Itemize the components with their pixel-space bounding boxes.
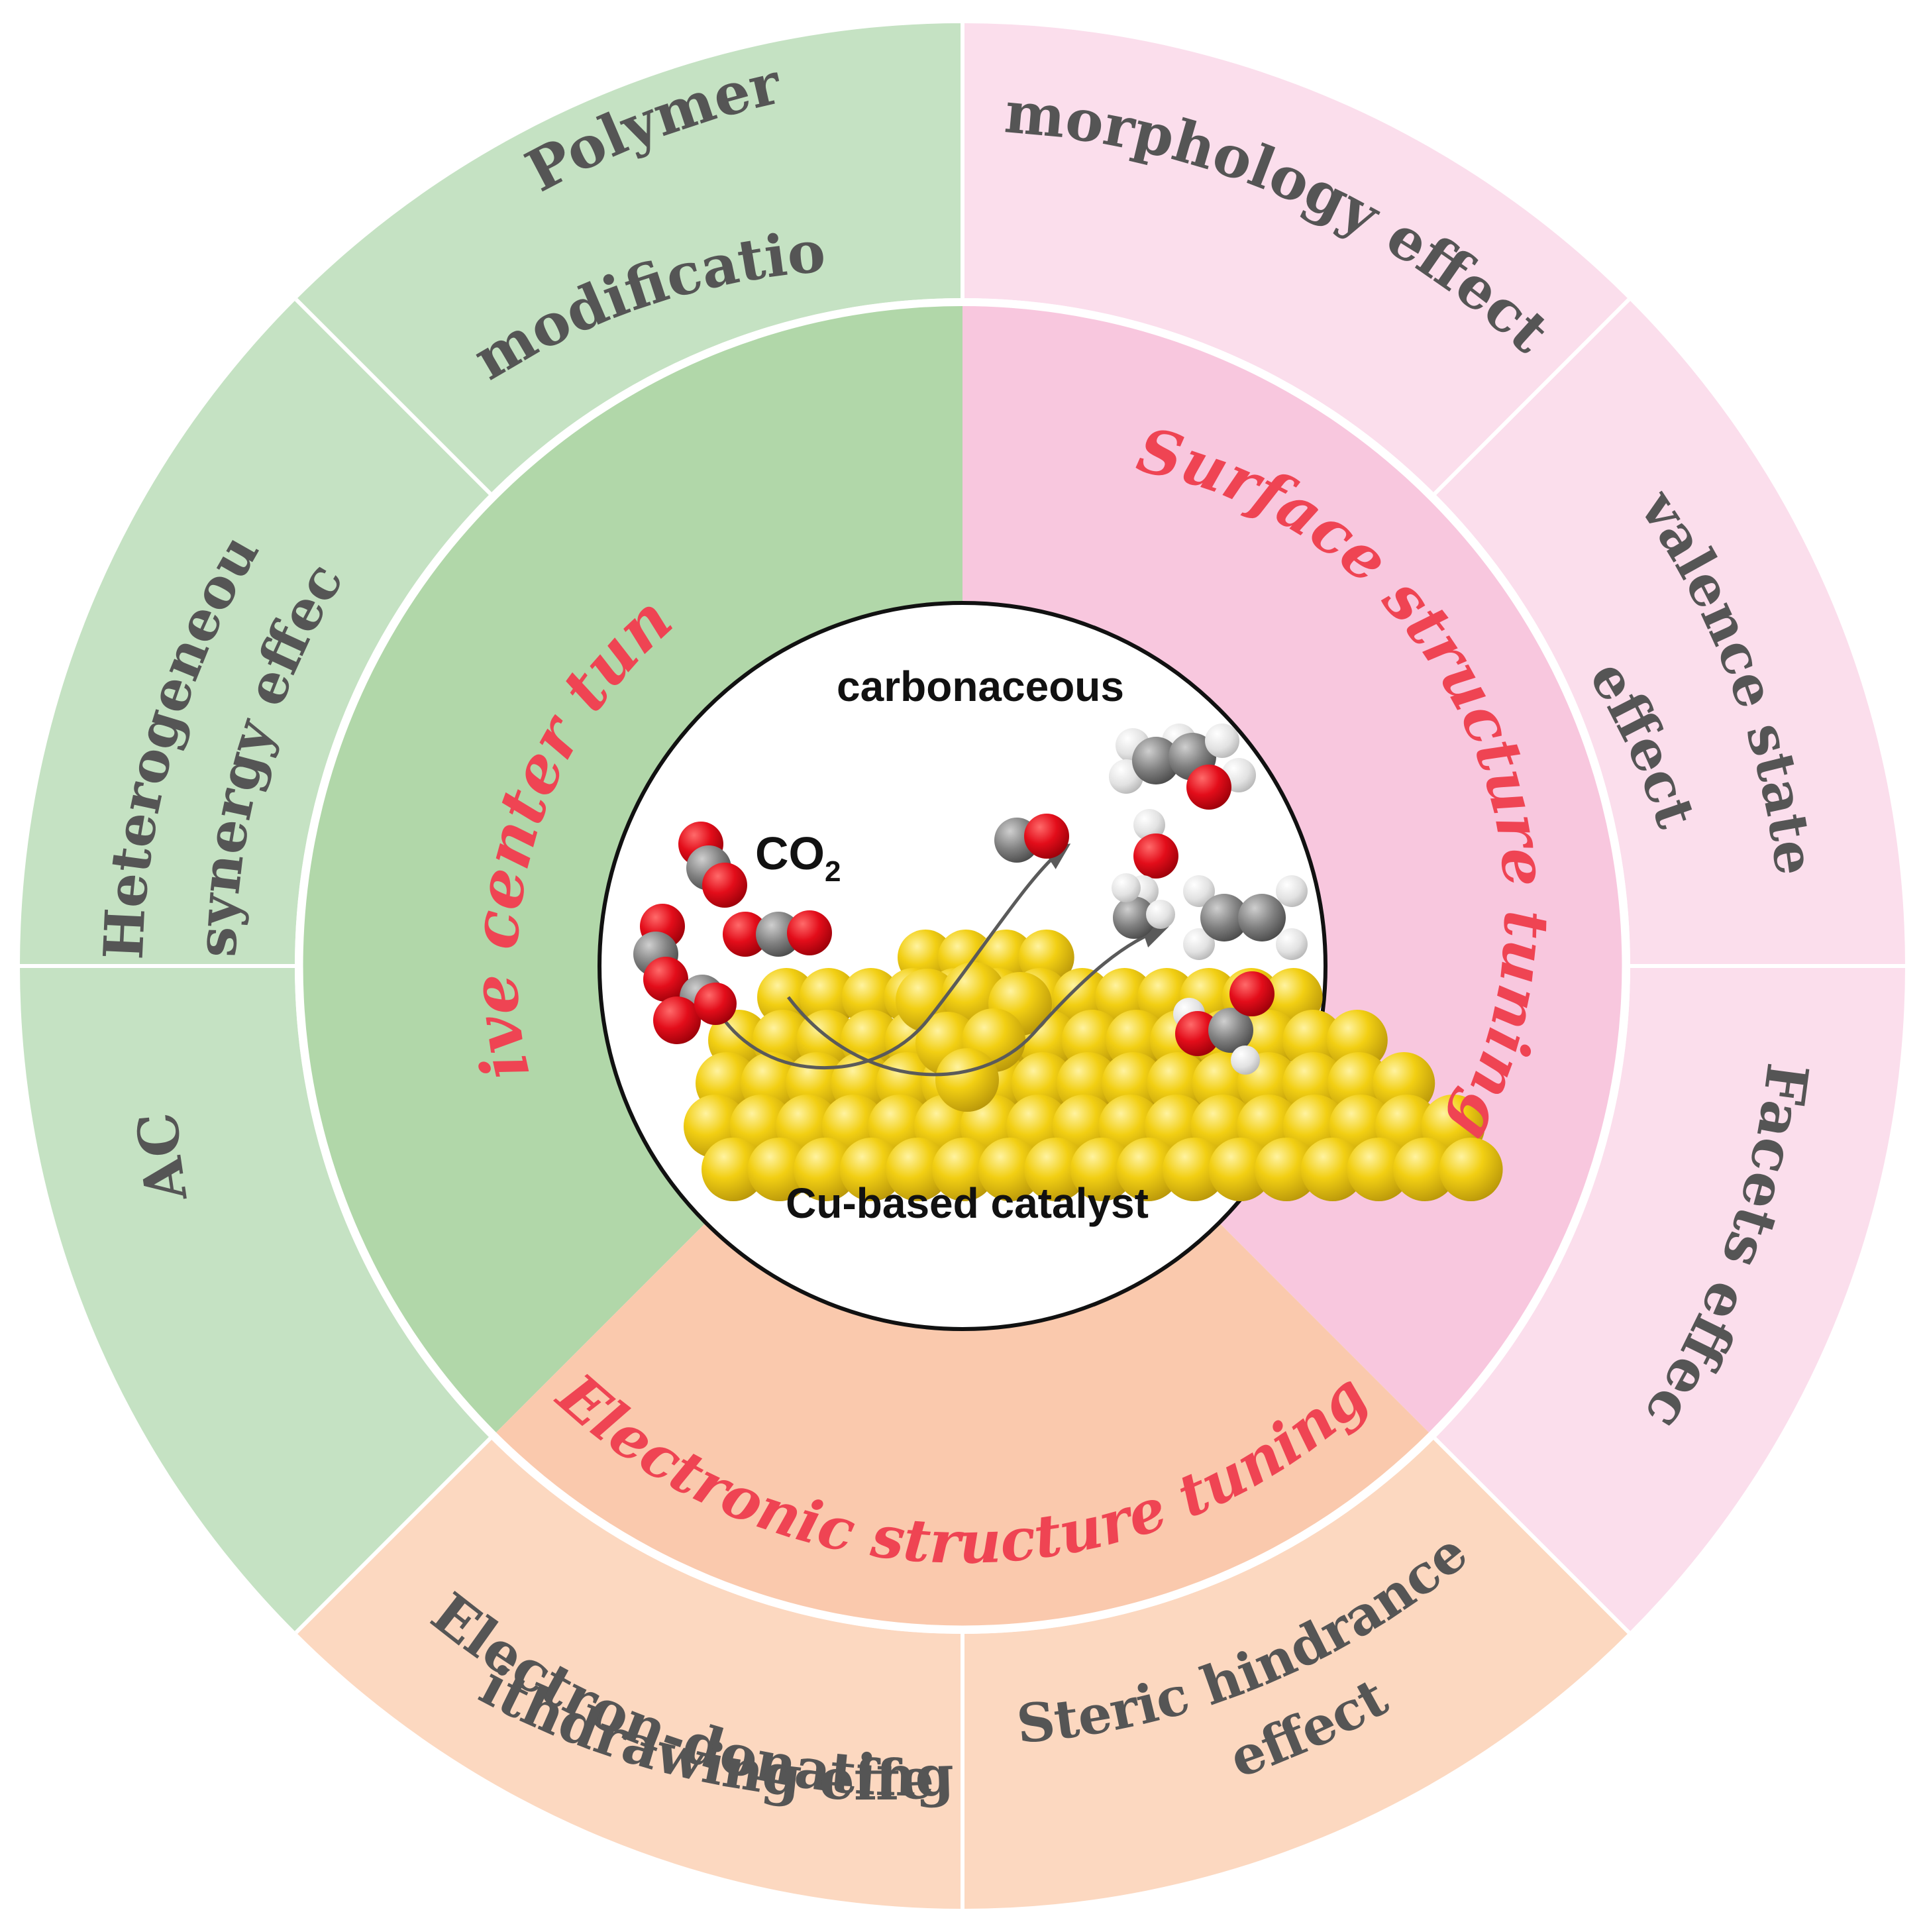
molecules <box>633 724 1308 1075</box>
hydrogen-atom <box>1133 809 1165 841</box>
carbon-atom <box>1200 894 1248 941</box>
outer-ring-dividers <box>20 23 1905 1909</box>
cu-atom <box>839 1138 904 1201</box>
cu-atom <box>935 1048 999 1112</box>
co2-label: CO2 <box>755 828 841 888</box>
center-illustration: carbonaceous CO2 Cu-based catalyst <box>598 601 1503 1331</box>
oxygen-atom <box>694 983 737 1025</box>
oxygen-atom <box>1229 971 1275 1016</box>
cu-atom <box>799 968 858 1026</box>
cu-atom <box>1024 1138 1088 1201</box>
cu-atom <box>1255 1138 1319 1201</box>
hydrogen-atom <box>1276 928 1308 960</box>
cu-atom <box>747 1138 811 1201</box>
cu-atom <box>794 1138 858 1201</box>
oxygen-atom <box>787 910 832 955</box>
cu-atom <box>1163 1138 1226 1201</box>
segment-electron-donating <box>296 1438 962 1909</box>
segment-morphology <box>962 23 1629 494</box>
carbon-atom <box>1238 894 1286 941</box>
cu-catalyst-label: Cu-based catalyst <box>786 1179 1149 1227</box>
hydrogen-atom <box>1112 873 1141 902</box>
cu-atom <box>1439 1138 1503 1201</box>
cu-atom <box>978 1138 1042 1201</box>
segment-steric-hindrance <box>962 1438 1629 1909</box>
cu-atom <box>841 968 900 1026</box>
cu-atom <box>1347 1138 1411 1201</box>
cu-atom <box>1282 1010 1344 1071</box>
cu-atom <box>702 1138 765 1201</box>
hydrogen-atom <box>1231 1046 1260 1075</box>
oxygen-atom <box>643 957 688 1002</box>
reaction-arrows <box>710 843 1169 1077</box>
hydrogen-atom <box>1276 875 1308 907</box>
oxygen-atom <box>1175 1011 1220 1056</box>
segment-facets <box>1435 966 1905 1633</box>
oxygen-atom <box>653 996 701 1044</box>
cu-atom <box>1208 1138 1273 1201</box>
segment-valence-state <box>1435 299 1905 966</box>
carbon-atom <box>1132 737 1180 784</box>
outer-ring <box>20 0 1905 1909</box>
segment-sacs <box>20 966 490 1633</box>
segment-polymer-modification <box>296 0 962 494</box>
cu-atom <box>1300 1138 1365 1201</box>
hydrogen-atom <box>1183 875 1215 907</box>
cu-atom-cluster <box>684 930 1503 1201</box>
hydrogen-atom <box>1183 928 1215 960</box>
oxygen-atom <box>723 912 768 957</box>
carbon-atom <box>1113 896 1155 939</box>
cu-atom <box>1393 1138 1457 1201</box>
segment-heterogeneous-synergy <box>20 299 490 966</box>
cu-atom <box>886 1138 950 1201</box>
hydrogen-atom <box>1146 900 1175 929</box>
oxygen-atom <box>702 863 747 908</box>
cu-atom <box>932 1138 996 1201</box>
cu-atom <box>1070 1138 1134 1201</box>
carbonaceous-label: carbonaceous <box>837 663 1124 710</box>
oxygen-atom <box>1024 814 1069 859</box>
hydrogen-atom <box>1205 724 1239 758</box>
oxygen-atom <box>1186 765 1231 810</box>
carbon-atom <box>1208 1008 1253 1053</box>
cu-atom <box>1116 1138 1180 1201</box>
oxygen-atom <box>1133 833 1178 879</box>
